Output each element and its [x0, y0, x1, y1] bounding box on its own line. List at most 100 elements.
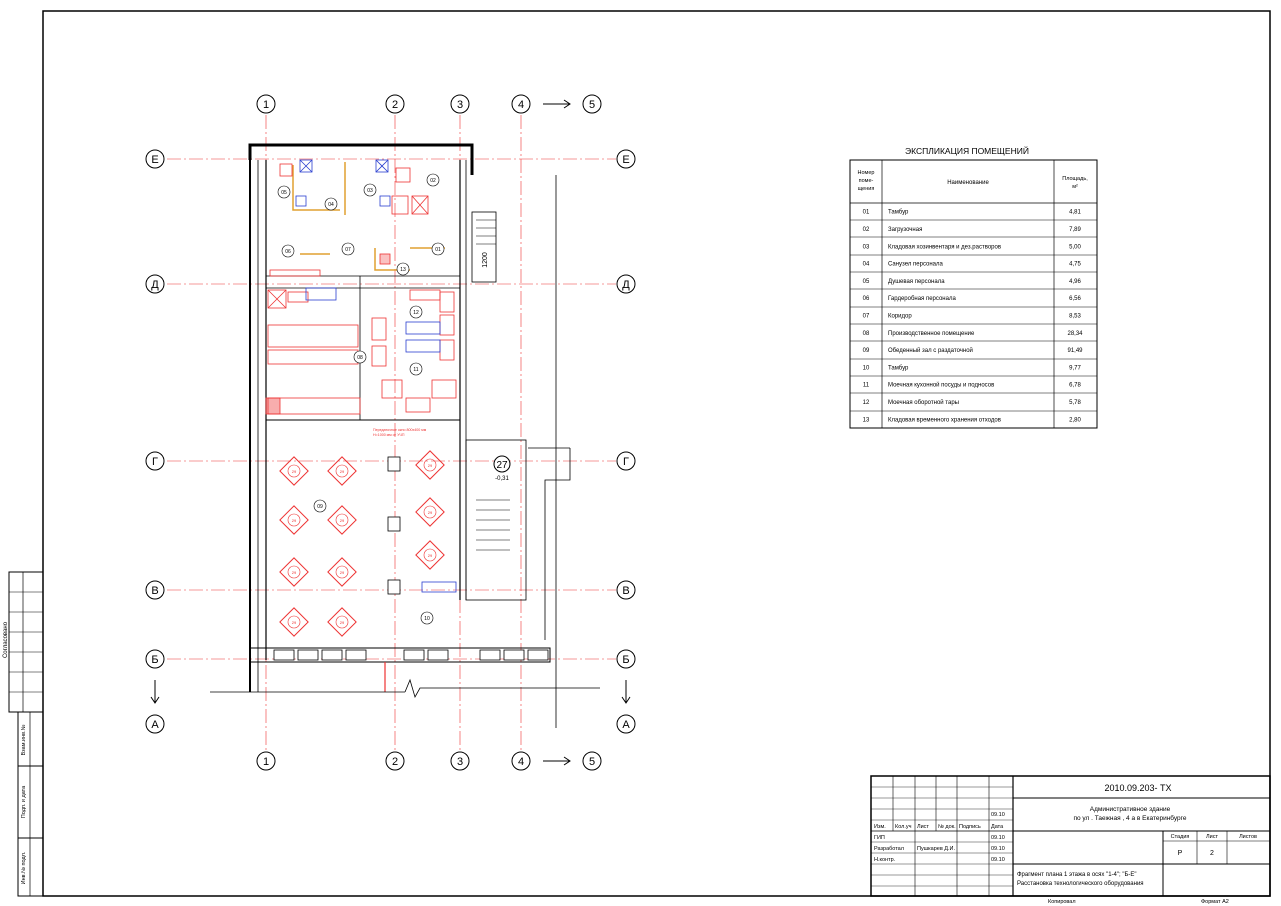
- svg-text:29: 29: [428, 510, 433, 515]
- side-stamp: Согласовано Взам.инв.№ Подп. и дата Инв.…: [3, 571, 44, 897]
- drawing-line-2: Расстановка технологического оборудовани…: [1017, 881, 1144, 887]
- axis-marker-1-top: 1: [256, 94, 276, 114]
- explication-row-number: 05: [863, 279, 870, 285]
- header-number-2: поме-: [859, 178, 874, 184]
- svg-text:Г: Г: [623, 456, 629, 468]
- dining-table: 29: [327, 557, 357, 587]
- svg-text:04: 04: [328, 202, 334, 208]
- explication-row-number: 07: [863, 314, 870, 320]
- axis-marker-4-bottom: 4: [511, 751, 531, 771]
- explication-row-area: 6,56: [1069, 296, 1081, 302]
- explication-row-area: 4,81: [1069, 210, 1081, 216]
- svg-text:2: 2: [392, 756, 398, 768]
- explication-row-name: Тамбур: [888, 210, 909, 216]
- svg-text:В: В: [622, 585, 629, 597]
- room-tag-09: 09: [313, 499, 327, 513]
- explication-row-number: 13: [863, 417, 870, 423]
- col-head-list: Лист: [917, 824, 929, 830]
- sheet-value: 2: [1210, 850, 1214, 857]
- explication-row-area: 5,78: [1069, 400, 1081, 406]
- stage-label: Стадия: [1171, 834, 1190, 840]
- svg-text:5: 5: [589, 99, 595, 111]
- svg-text:29: 29: [292, 570, 297, 575]
- axis-marker-g-left: Г: [145, 451, 165, 471]
- object-line-2: по ул . Таежная , 4 а в Екатеринбурге: [1073, 814, 1186, 822]
- svg-text:13: 13: [400, 267, 406, 273]
- svg-text:В: В: [151, 585, 158, 597]
- explication-row-area: 4,96: [1069, 279, 1081, 285]
- explication-row-name: Душевая персонала: [888, 279, 945, 285]
- svg-text:5: 5: [589, 756, 595, 768]
- room-tag-07: 07: [341, 242, 355, 256]
- col-head-date: Дата: [991, 824, 1004, 830]
- role-dev: Разработал: [874, 846, 904, 852]
- axis-markers: 1 2 3 4 5 1 2 3 4 5 Е Д Г В Б А Е Д Г В …: [145, 94, 636, 771]
- explication-row-area: 2,80: [1069, 417, 1081, 423]
- dining-table: 29: [279, 607, 309, 637]
- copied-label: Копировал: [1048, 899, 1076, 905]
- arrow-b-a-left: [150, 680, 160, 704]
- svg-text:29: 29: [340, 570, 345, 575]
- svg-text:29: 29: [292, 620, 297, 625]
- dining-table: 29: [415, 540, 445, 570]
- svg-text:4: 4: [518, 756, 524, 768]
- kitchen-equipment: [265, 163, 457, 415]
- axis-marker-e-left: Е: [145, 149, 165, 169]
- svg-text:29: 29: [340, 620, 345, 625]
- explication-row-area: 7,89: [1069, 227, 1081, 233]
- header-area-2: м²: [1072, 184, 1078, 190]
- explication-row-number: 12: [863, 400, 870, 406]
- explication-title: ЭКСПЛИКАЦИЯ ПОМЕЩЕНИЙ: [905, 145, 1029, 156]
- axis-marker-d-left: Д: [145, 274, 165, 294]
- format-label: Формат А2: [1201, 899, 1229, 905]
- svg-text:Д: Д: [622, 279, 630, 291]
- room-tag-02: 02: [426, 173, 440, 187]
- explication-row-name: Моечная оборотной тары: [888, 399, 959, 406]
- sign-date-label: Подп. и дата: [21, 785, 27, 818]
- svg-text:29: 29: [292, 518, 297, 523]
- room-tag-11: 11: [409, 362, 423, 376]
- svg-text:Е: Е: [622, 154, 629, 166]
- dining-table: 29: [279, 505, 309, 535]
- svg-text:06: 06: [285, 249, 291, 255]
- explication-row-area: 6,78: [1069, 383, 1081, 389]
- role-nkontr-date: 09.10: [991, 857, 1005, 863]
- svg-text:Д: Д: [151, 279, 159, 291]
- hatch-note-height: Н=1000 мм от УЧП: [373, 433, 405, 437]
- svg-text:2: 2: [392, 99, 398, 111]
- inv-orig-label: Инв.№ подл.: [21, 851, 27, 884]
- explication-row-number: 11: [863, 383, 870, 389]
- axis-marker-g-right: Г: [616, 451, 636, 471]
- explication-row-area: 91,49: [1067, 348, 1083, 354]
- arrow-4-5-bottom: [543, 756, 571, 766]
- svg-text:29: 29: [428, 463, 433, 468]
- room-tag-05: 05: [277, 185, 291, 199]
- header-number-3: щения: [858, 186, 875, 192]
- svg-text:10: 10: [424, 616, 430, 622]
- explication-row-name: Гардеробная персонала: [888, 296, 956, 302]
- building-walls: [210, 143, 600, 728]
- arrow-b-a-right: [621, 680, 631, 704]
- explication-row-name: Загрузочная: [888, 227, 922, 233]
- axis-marker-a-right: А: [616, 714, 636, 734]
- role-dev-name: Пушкарев Д.И.: [917, 846, 955, 852]
- room-tag-04: 04: [324, 197, 338, 211]
- dining-table: 29: [415, 450, 445, 480]
- dining-table: 29: [327, 505, 357, 535]
- explication-row-number: 01: [863, 210, 870, 216]
- col-head-kol: Кол.уч: [895, 824, 912, 830]
- svg-text:1: 1: [263, 99, 269, 111]
- sanitary-fixtures: [295, 159, 457, 593]
- dimension-1200: 1200: [482, 252, 489, 268]
- explication-row-area: 28,34: [1067, 331, 1083, 337]
- role-nkontr: Н.контр.: [874, 857, 896, 863]
- object-line-1: Административное здание: [1090, 806, 1171, 813]
- role-gip: ГИП: [874, 835, 885, 841]
- svg-text:11: 11: [413, 367, 418, 373]
- role-dev-date: 09.10: [991, 846, 1005, 852]
- col-head-izm: Изм.: [874, 824, 886, 830]
- svg-text:3: 3: [457, 99, 463, 111]
- svg-text:05: 05: [281, 190, 287, 196]
- title-block-lines: [870, 775, 1271, 897]
